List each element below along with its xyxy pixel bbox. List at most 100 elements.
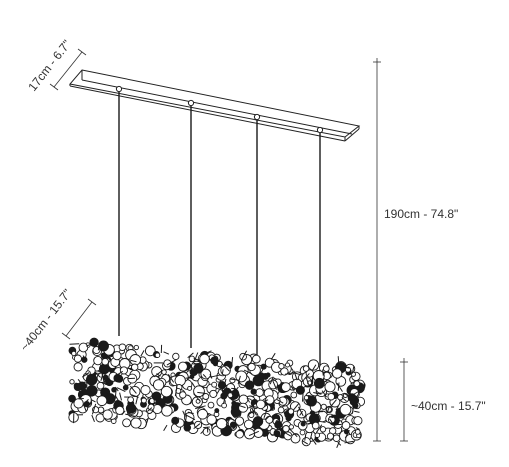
crystal-stem — [348, 389, 352, 398]
crystal-bead — [73, 354, 82, 363]
crystal-stem — [276, 399, 284, 404]
crystal-bead — [183, 424, 192, 432]
crystal-stem — [187, 352, 194, 359]
crystal-stem — [82, 403, 87, 412]
crystal-stem — [290, 385, 295, 392]
crystal-stem — [301, 440, 309, 445]
crystal-stem — [237, 375, 241, 385]
crystal-bead — [90, 387, 98, 395]
crystal-bead — [154, 352, 161, 358]
crystal-stem — [163, 424, 168, 431]
crystal-stem — [322, 369, 324, 376]
crystal-bead — [73, 398, 84, 409]
crystal-bead — [118, 343, 127, 351]
crystal-bead — [140, 385, 151, 396]
crystal-bead — [260, 363, 267, 370]
crystal-bead — [258, 372, 265, 379]
crystal-bead — [250, 388, 257, 395]
crystal-bead — [319, 426, 327, 433]
crystal-bead — [85, 373, 98, 386]
overall-height-label: 190cm - 74.8" — [384, 207, 458, 221]
crystal-bead — [140, 397, 147, 404]
crystal-bead — [209, 389, 218, 398]
crystal-bead — [285, 415, 292, 422]
crystal-stem — [202, 374, 207, 379]
crystal-stem — [299, 410, 304, 416]
crystal-stem — [236, 423, 241, 429]
crystal-bead — [68, 394, 76, 403]
crystal-bead — [69, 379, 75, 385]
crystal-stem — [193, 393, 201, 402]
crystal-bead — [320, 403, 327, 410]
crystal-stem — [229, 416, 235, 421]
crystal-bead — [327, 416, 336, 424]
crystal-stem — [302, 392, 304, 402]
crystal-stem — [216, 389, 220, 394]
crystal-bead — [238, 402, 249, 413]
crystal-stem — [146, 407, 153, 412]
crystal-bead — [160, 385, 173, 398]
crystal-bead — [303, 395, 309, 401]
crystal-bead — [337, 394, 344, 401]
crystal-bead — [193, 363, 204, 374]
crystal-bead — [111, 387, 117, 393]
crystal-stem — [321, 390, 328, 398]
crystal-stem — [269, 376, 274, 385]
crystal-bead — [206, 414, 217, 425]
crystal-bead — [251, 354, 261, 364]
crystal-bead — [101, 357, 109, 366]
crystal-stem — [102, 378, 110, 385]
crystal-stem — [326, 406, 330, 414]
crystal-bead — [339, 403, 352, 416]
crystal-bead — [100, 352, 107, 359]
crystal-bead — [307, 359, 320, 371]
crystal-stem — [243, 369, 253, 375]
crystal-bead — [354, 429, 361, 435]
ceiling-canopy — [69, 69, 361, 142]
crystal-bead — [265, 415, 274, 424]
crystal-stem — [145, 418, 149, 427]
crystal-bead — [332, 368, 343, 379]
crystal-stem — [262, 396, 268, 401]
cluster-depth-label: ~40cm - 15.7" — [17, 286, 74, 353]
crystal-bead — [89, 337, 99, 347]
crystal-bead — [314, 432, 321, 438]
crystal-stem — [114, 386, 119, 392]
crystal-bead — [301, 437, 311, 447]
crystal-bead — [199, 353, 210, 365]
crystal-bead — [347, 393, 357, 402]
crystal-stem — [101, 372, 105, 382]
crystal-stem — [209, 373, 213, 379]
crystal-stem — [130, 359, 137, 363]
suspension-cables — [115, 85, 324, 368]
crystal-bead — [238, 394, 249, 405]
crystal-bead — [193, 385, 205, 398]
crystal-stem — [285, 372, 292, 375]
crystal-stem — [264, 403, 269, 408]
crystal-bead — [243, 428, 256, 440]
crystal-bead — [327, 392, 335, 401]
crystal-bead — [244, 380, 255, 390]
crystal-bead — [163, 359, 172, 368]
crystal-stem — [246, 397, 251, 403]
crystal-stem — [311, 364, 317, 371]
crystal-bead — [265, 395, 275, 405]
crystal-stem — [193, 362, 201, 365]
crystal-bead — [221, 402, 227, 409]
crystal-stem — [305, 376, 309, 385]
crystal-bead — [283, 431, 293, 441]
crystal-stem — [344, 440, 354, 444]
crystal-bead — [243, 419, 254, 430]
crystal-stem — [336, 382, 343, 392]
crystal-stem — [90, 399, 96, 403]
crystal-stem — [163, 351, 170, 355]
crystal-bead — [147, 403, 155, 411]
crystal-stem — [252, 409, 255, 414]
crystal-stem — [105, 392, 110, 397]
crystal-stem — [231, 357, 234, 365]
crystal-stem — [116, 387, 126, 393]
crystal-bead — [280, 367, 289, 376]
crystal-bead — [214, 408, 220, 414]
crystal-bead — [284, 362, 291, 368]
crystal-bead — [102, 409, 113, 420]
